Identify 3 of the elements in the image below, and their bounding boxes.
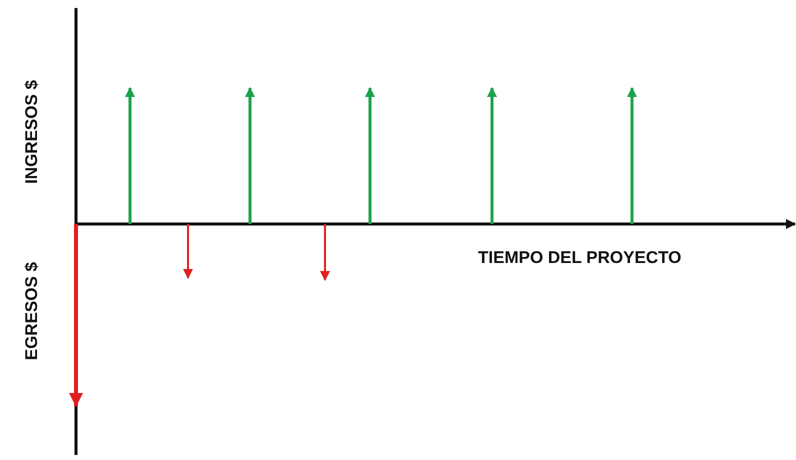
axis-label: TIEMPO DEL PROYECTO [478, 248, 682, 268]
axis-label: EGRESOS $ [22, 262, 42, 360]
axis-label: INGRESOS $ [22, 80, 42, 184]
